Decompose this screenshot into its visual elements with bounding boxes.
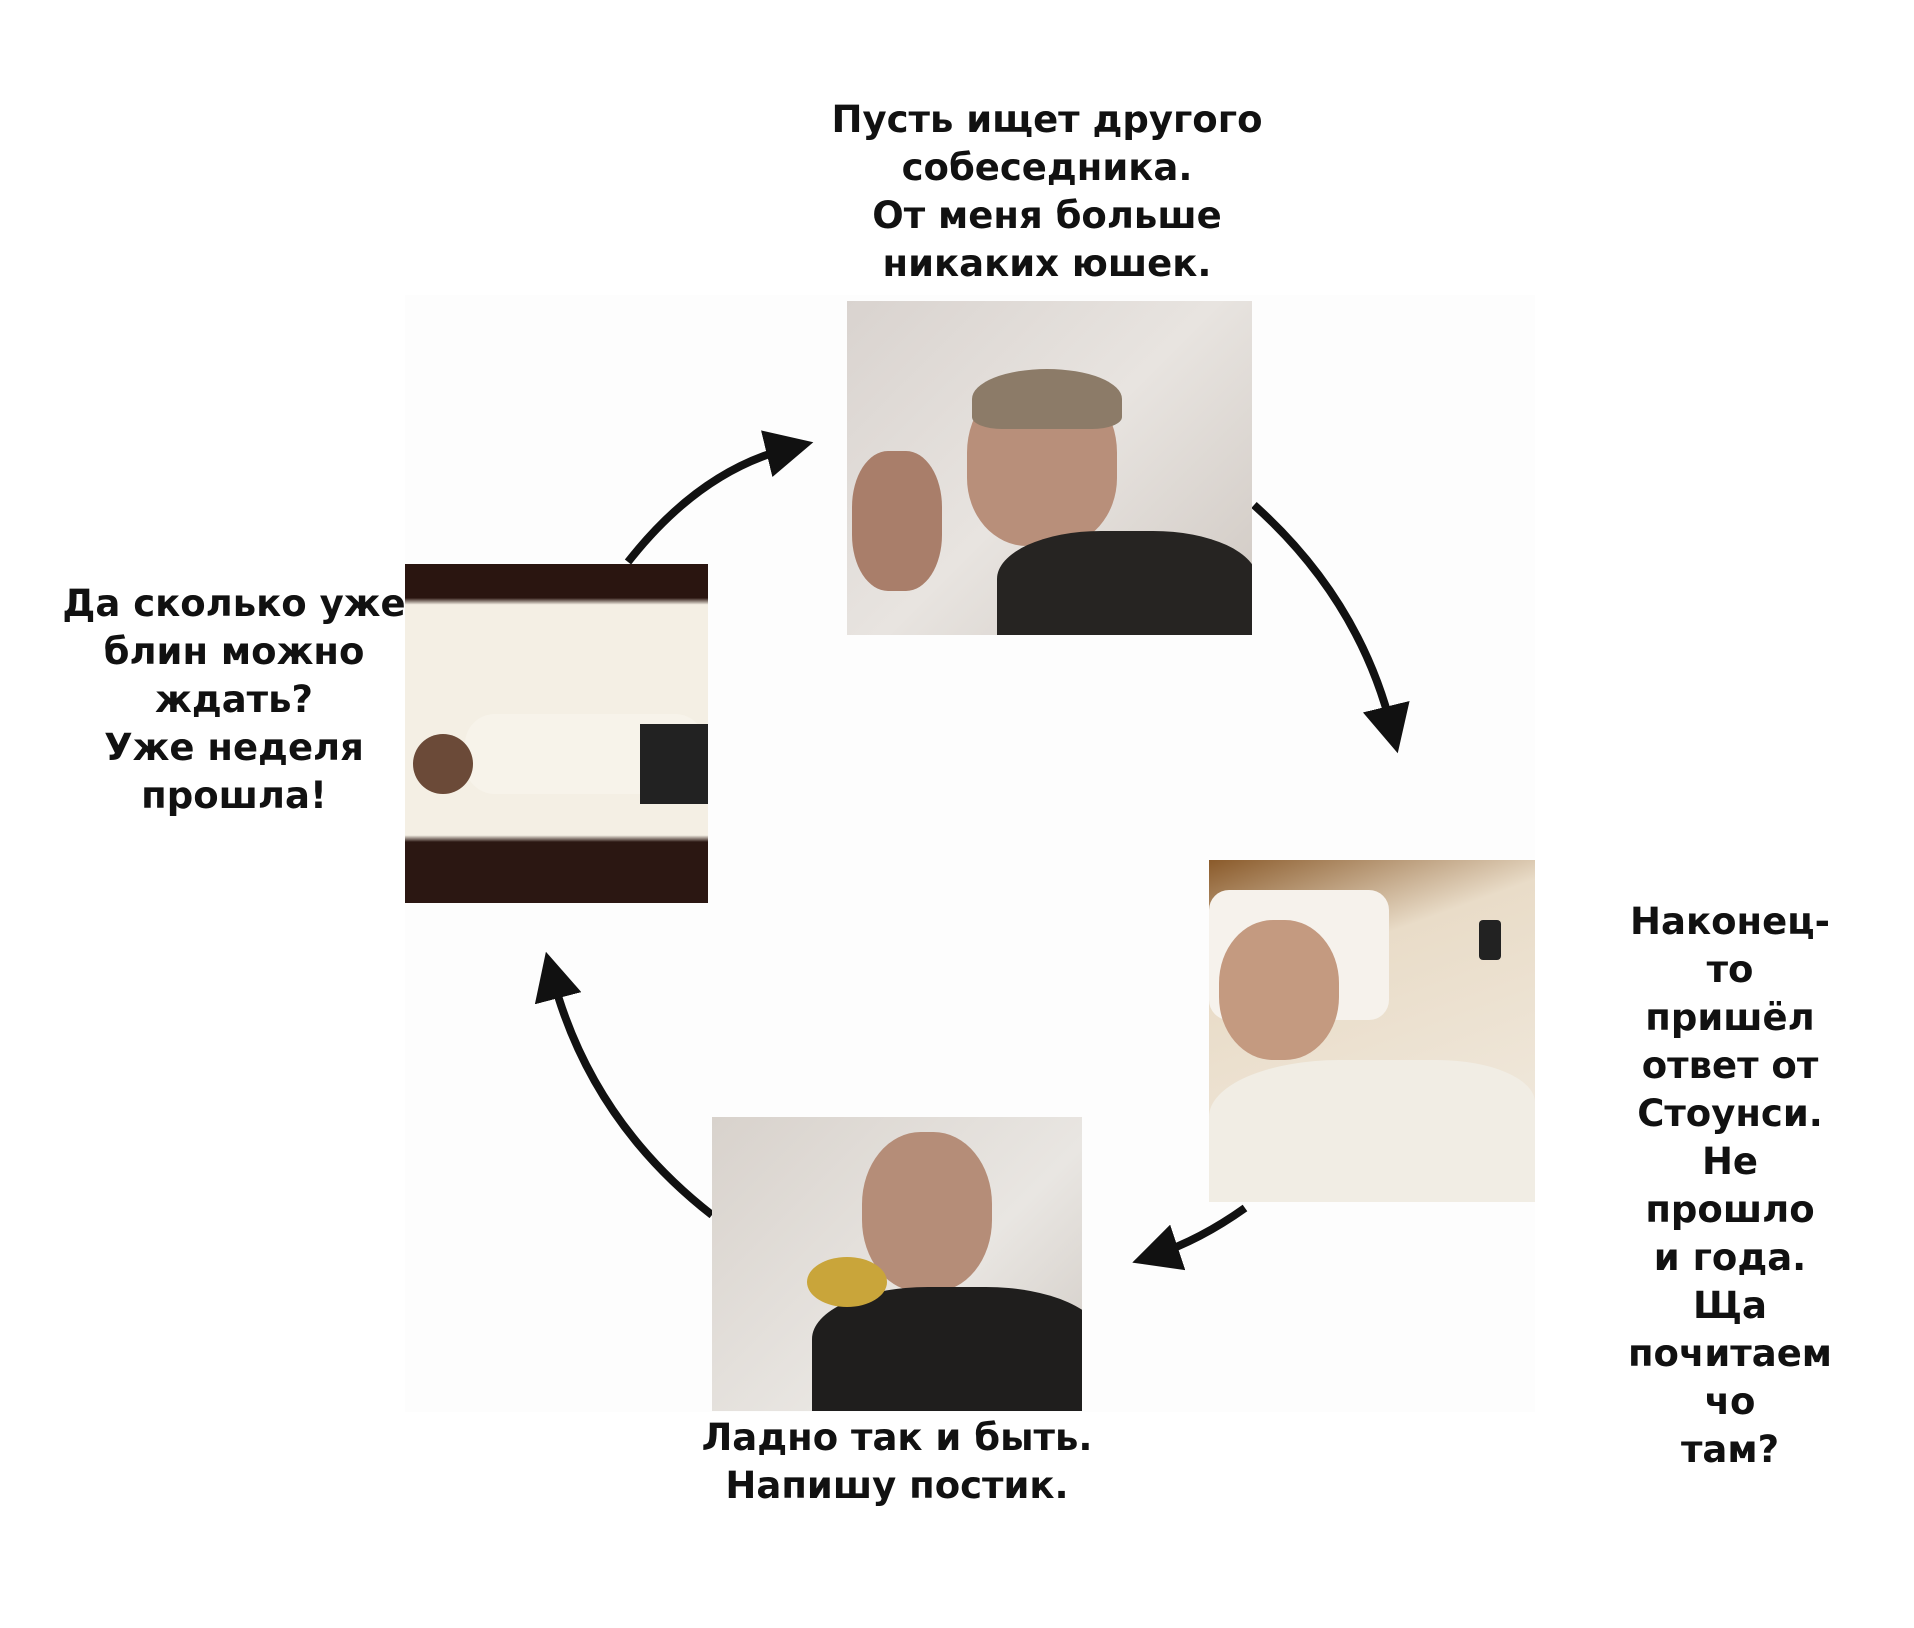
figure-body xyxy=(1209,1060,1535,1202)
figure-head xyxy=(413,734,473,794)
figure-head xyxy=(862,1132,992,1292)
figure-legs xyxy=(640,724,708,804)
photo-smoking xyxy=(847,301,1252,635)
wine-glass xyxy=(807,1257,887,1307)
arrow-bottom-to-left xyxy=(534,951,715,1219)
figure-hair xyxy=(972,369,1122,429)
caption-left: Да сколько уже блин можно ждать? Уже нед… xyxy=(62,582,406,817)
figure-body xyxy=(997,531,1252,635)
photo-drinking xyxy=(712,1117,1082,1411)
figure-head xyxy=(1219,920,1339,1060)
figure-hand xyxy=(852,451,942,591)
arrow-left-to-top xyxy=(624,430,814,565)
arrow-top-to-right xyxy=(1251,502,1410,754)
arrow-right-to-bottom xyxy=(1132,1204,1248,1271)
photo-lying-on-bed xyxy=(405,564,708,903)
caption-bottom: Ладно так и быть. Напишу постик. xyxy=(701,1416,1093,1507)
figure-phone xyxy=(1479,920,1501,960)
caption-right: Наконец-то пришёл ответ от Стоунси. Не п… xyxy=(1627,900,1833,1471)
photo-phone-in-bed xyxy=(1209,860,1535,1202)
caption-top: Пусть ищет другого собеседника. От меня … xyxy=(831,98,1263,285)
figure-body xyxy=(812,1287,1082,1411)
